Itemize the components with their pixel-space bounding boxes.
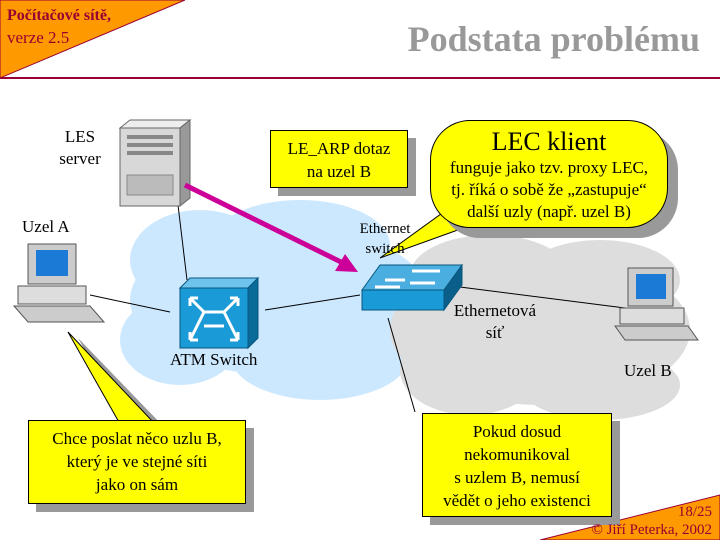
le-arp-arrow <box>183 182 358 272</box>
lec-callout-line: funguje jako tzv. proxy LEC, <box>449 158 649 177</box>
network-links <box>89 179 626 413</box>
callout-line: Pokud dosud <box>472 422 562 441</box>
pc-node-b-icon <box>614 267 699 341</box>
course-version: verze 2.5 <box>7 28 70 47</box>
label-line: Ethernetová <box>453 301 537 320</box>
page-title: Podstata problému <box>407 19 700 59</box>
callout-line: jako on sám <box>95 475 179 494</box>
les-server-label: LES server <box>50 126 110 170</box>
node-a-label: Uzel A <box>22 217 70 236</box>
lec-callout-title: LEC klient <box>491 127 607 156</box>
les-server-icon <box>118 118 192 208</box>
callout-line: na uzel B <box>306 162 372 181</box>
node-a-callout: Chce poslat něco uzlu B, který je ve ste… <box>28 420 246 504</box>
callout-line: nekomunikoval <box>464 445 570 464</box>
atm-switch-label: ATM Switch <box>170 350 258 369</box>
label-line: switch <box>365 241 405 257</box>
callout-line: s uzlem B, nemusí <box>454 468 580 487</box>
page-number: 18/25 <box>677 504 712 520</box>
course-name: Počítačové sítě, <box>7 7 111 24</box>
label-line: server <box>59 149 101 168</box>
lec-callout-line: tj. říká o sobě že „zastupuje“ <box>451 180 647 199</box>
corner-bottom-right <box>539 494 720 540</box>
pc-node-a-icon <box>12 243 106 323</box>
callout-line: Chce poslat něco uzlu B, <box>52 429 222 448</box>
callout-line: vědět o jeho existenci <box>443 491 591 510</box>
le-arp-callout: LE_ARP dotaz na uzel B <box>270 130 408 188</box>
lec-callout: LEC klient funguje jako tzv. proxy LEC, … <box>430 120 668 228</box>
callout-line: LE_ARP dotaz <box>287 139 391 158</box>
node-b-label: Uzel B <box>624 361 672 380</box>
ethernet-switch-icon <box>361 263 463 312</box>
node-a-callout-pointer-shadow <box>78 338 165 428</box>
ethernet-switch-label: Ethernet switch <box>350 219 420 259</box>
callout-line: který je ve stejné síti <box>66 452 208 471</box>
unknown-node-callout: Pokud dosud nekomunikoval s uzlem B, nem… <box>422 413 612 517</box>
ethernet-network-label: Ethernetová síť <box>440 300 550 344</box>
copyright: © Jiří Peterka, 2002 <box>591 522 712 538</box>
label-line: síť <box>485 323 505 342</box>
label-line: LES <box>64 127 96 146</box>
atm-switch-icon <box>178 276 260 350</box>
lec-callout-line: další uzly (např. uzel B) <box>467 202 631 221</box>
label-line: Ethernet <box>359 221 411 237</box>
corner-top-left <box>0 0 186 79</box>
